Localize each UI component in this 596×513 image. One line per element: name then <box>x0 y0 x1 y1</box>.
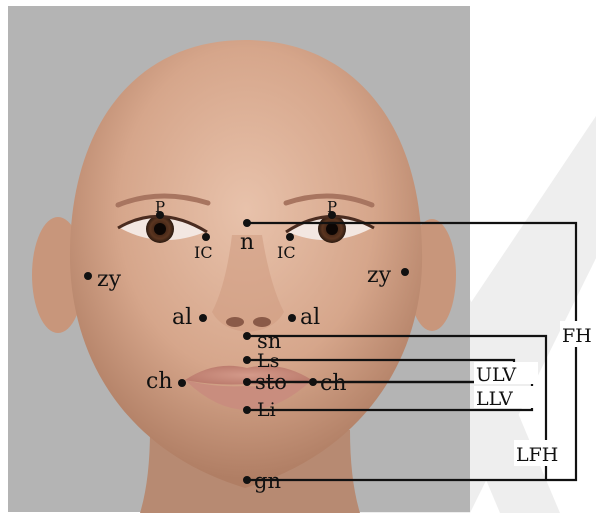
label-ic-left: IC <box>194 243 213 262</box>
label-sn: sn <box>257 329 281 353</box>
point-zy-right <box>401 268 409 276</box>
label-zy-left: zy <box>97 267 122 292</box>
point-sto <box>243 378 251 386</box>
brow-right <box>283 193 375 208</box>
point-ch-left <box>178 379 186 387</box>
point-sn <box>243 332 251 340</box>
label-fh: FH <box>562 325 592 347</box>
label-lfh: LFH <box>516 444 558 466</box>
label-llv: LLV <box>476 388 513 410</box>
point-ls <box>243 356 251 364</box>
label-ch-left: ch <box>146 369 173 394</box>
label-ic-right: IC <box>277 243 296 262</box>
point-ch-right <box>309 378 317 386</box>
fh-bracket <box>247 221 578 482</box>
point-ic-left <box>202 233 210 241</box>
label-li: Li <box>257 399 276 421</box>
brow-left <box>115 193 211 208</box>
label-ulv: ULV <box>476 364 516 386</box>
point-gn <box>243 476 251 484</box>
label-n: n <box>240 230 254 255</box>
point-ic-right <box>286 233 294 241</box>
point-n <box>243 219 251 227</box>
point-p-right <box>328 211 336 219</box>
eye-left <box>117 215 208 243</box>
measurement-labels: FH ULV LLV LFH <box>474 321 594 466</box>
point-p-left <box>156 211 164 219</box>
landmark-labels: P P n IC IC zy zy al al sn Ls ch sto ch … <box>97 198 392 493</box>
point-zy-left <box>84 272 92 280</box>
label-ls: Ls <box>257 350 279 372</box>
lfh-bracket <box>247 334 548 480</box>
label-p-right: P <box>327 198 337 216</box>
label-p-left: P <box>155 198 165 216</box>
label-al-left: al <box>172 305 192 330</box>
label-sto: sto <box>255 370 287 394</box>
point-al-right <box>288 314 296 322</box>
nose <box>212 235 284 332</box>
landmark-points <box>84 211 409 484</box>
point-al-left <box>199 314 207 322</box>
point-li <box>243 406 251 414</box>
lips <box>185 365 312 410</box>
label-gn: gn <box>254 469 281 493</box>
label-al-right: al <box>300 305 320 330</box>
label-ch-right: ch <box>320 371 347 396</box>
label-zy-right: zy <box>367 263 392 288</box>
